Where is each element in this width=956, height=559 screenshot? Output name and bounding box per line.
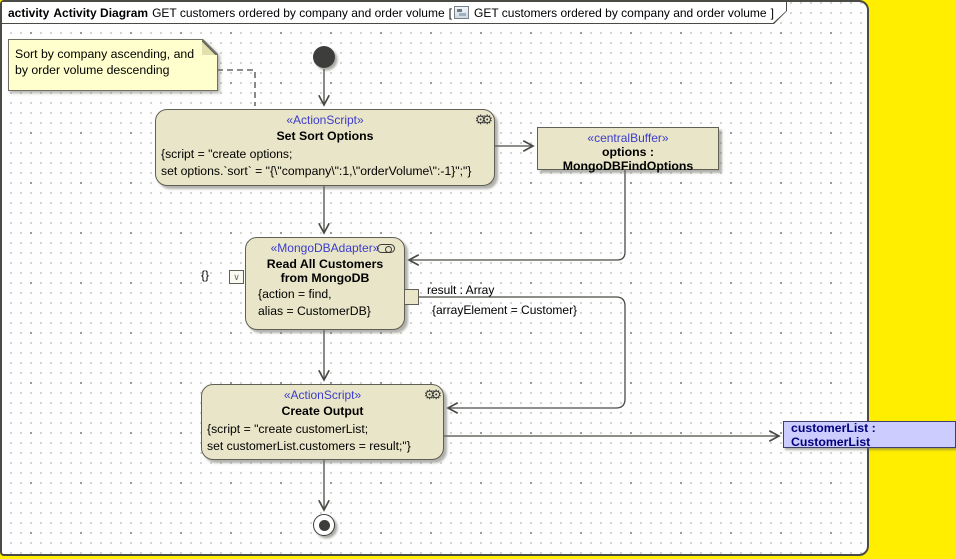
action-create-output[interactable]: ⚙⚙ «ActionScript» Create Output {script …: [201, 384, 444, 460]
stereotype-label: «ActionScript»: [283, 388, 362, 402]
result-constraint-label: {arrayElement = Customer}: [432, 303, 578, 317]
input-pin-value: {}: [201, 268, 210, 282]
note-text: Sort by company ascending, and by order …: [9, 40, 217, 90]
object-flow-buffer-to-read[interactable]: [409, 170, 626, 260]
result-output-pin[interactable]: [404, 289, 419, 305]
frame-name: GET customers ordered by company and ord…: [474, 5, 767, 20]
stereotype-label: «ActionScript»: [286, 113, 364, 127]
action-set-sort-options[interactable]: ⚙⚙ «ActionScript» Set Sort Options {scri…: [155, 109, 495, 186]
note-fold-corner-icon: [202, 40, 217, 55]
script-line: {script = "create options;: [161, 147, 293, 161]
stereotype-label: «centralBuffer»: [587, 131, 669, 145]
property-line: alias = CustomerDB}: [258, 304, 371, 318]
frame-bracket-open: [: [448, 5, 452, 20]
frame-diagram-type: Activity Diagram: [53, 5, 149, 20]
activity-final-node[interactable]: [313, 514, 335, 536]
frame-title-bar: activity Activity Diagram GET customers …: [1, 1, 787, 24]
gears-icon: ⚙⚙: [423, 387, 442, 402]
initial-node[interactable]: [313, 46, 335, 68]
stereotype-label: «MongoDBAdapter»: [270, 241, 380, 255]
note-anchor-link[interactable]: [217, 69, 256, 106]
output-customer-list[interactable]: customerList : CustomerList: [783, 421, 956, 449]
node-title: Read All Customers: [266, 257, 384, 271]
node-title: Set Sort Options: [276, 129, 374, 143]
frame-diagram-name: GET customers ordered by company and ord…: [152, 5, 445, 20]
input-value-pin[interactable]: ∨: [229, 270, 244, 284]
script-line: set options.`sort` = "{\"company\":1,\"o…: [161, 164, 472, 178]
node-title: Create Output: [281, 404, 364, 418]
frame-bracket-close: ]: [770, 5, 774, 20]
activity-diagram-icon: [454, 6, 469, 19]
note-sort-comment[interactable]: Sort by company ascending, and by order …: [8, 39, 218, 91]
node-title: options : MongoDBFindOptions: [562, 145, 694, 173]
activity-frame: [0, 0, 869, 556]
final-node-dot: [318, 519, 330, 531]
action-read-all-customers[interactable]: «MongoDBAdapter» Read All Customers from…: [245, 237, 405, 330]
adapter-toggle-icon: [377, 244, 395, 253]
gears-icon: ⚙⚙: [474, 112, 493, 127]
result-pin-label: result : Array: [427, 283, 495, 297]
node-title-line2: from MongoDB: [280, 271, 370, 285]
frame-keyword: activity: [8, 5, 50, 20]
object-flow-result-to-create[interactable]: [419, 296, 626, 408]
script-line: set customerList.customers = result;"}: [207, 439, 411, 453]
central-buffer-options[interactable]: «centralBuffer» options : MongoDBFindOpt…: [537, 127, 719, 173]
property-line: {action = find,: [258, 287, 332, 301]
script-line: {script = "create customerList;: [207, 422, 369, 436]
